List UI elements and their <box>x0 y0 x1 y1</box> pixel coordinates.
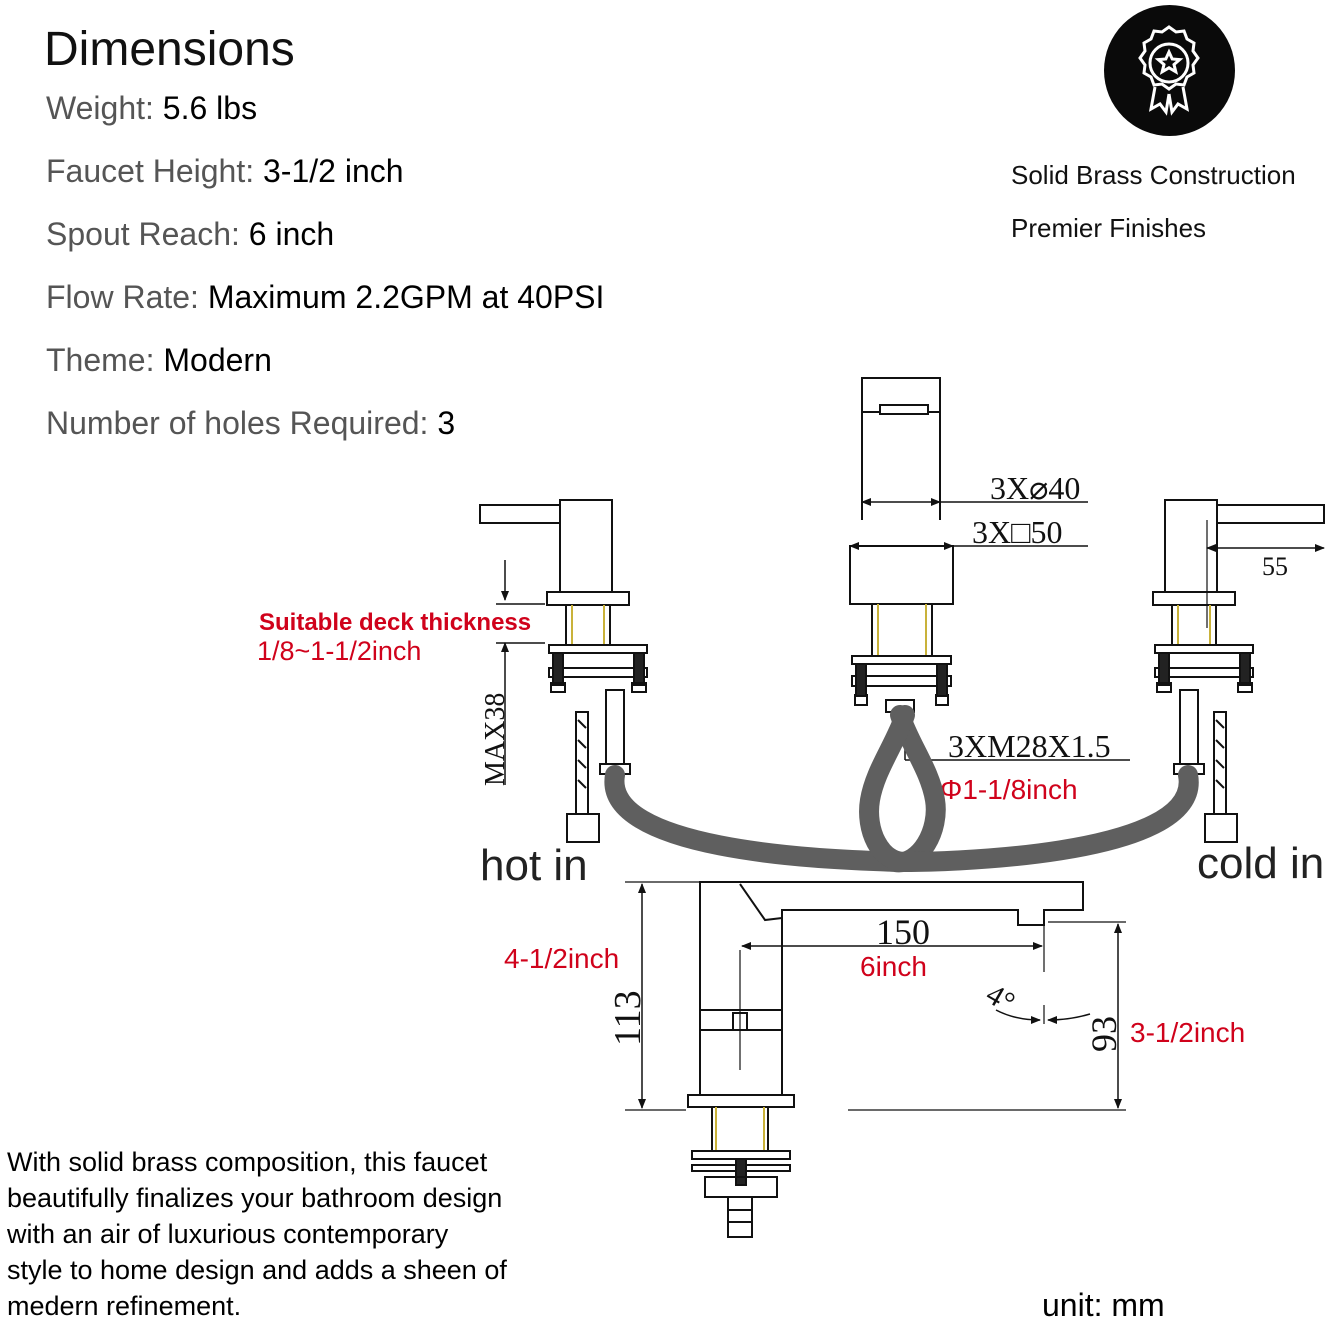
unit-note: unit: mm <box>1042 1287 1165 1323</box>
spec-key: Number of holes Required: <box>46 405 429 441</box>
hot-handle <box>479 499 648 843</box>
spec-key: Flow Rate: <box>46 279 199 315</box>
dim-spout-height-inch: 3-1/2inch <box>1130 1017 1245 1048</box>
dim-angle: 4° <box>981 977 1021 1019</box>
dim-reach-inch: 6inch <box>860 951 927 982</box>
spec-value: 6 inch <box>248 216 335 252</box>
dim-height-inch: 4-1/2inch <box>504 943 619 974</box>
dim-hole-diameter: 3X⌀40 <box>990 470 1080 506</box>
spec-faucet-height: Faucet Height: 3-1/2 inch <box>46 151 404 191</box>
page-title: Dimensions <box>44 23 295 76</box>
supply-hoses <box>604 705 1199 873</box>
spec-key: Faucet Height: <box>46 153 255 189</box>
dim-height-mm: 113 <box>607 990 649 1046</box>
spec-weight: Weight: 5.6 lbs <box>46 88 257 128</box>
thread-label: 3XM28X1.5 <box>948 728 1111 764</box>
spec-value: Maximum 2.2GPM at 40PSI <box>207 279 605 315</box>
product-description: With solid brass composition, this fauce… <box>7 1147 507 1321</box>
feature-brass: Solid Brass Construction <box>1011 160 1296 190</box>
spec-key: Weight: <box>46 90 154 126</box>
center-spout-top <box>849 377 954 713</box>
max-deck-label: MAX38 <box>480 693 511 786</box>
spec-key: Theme: <box>46 342 155 378</box>
spec-flow-rate: Flow Rate: Maximum 2.2GPM at 40PSI <box>46 277 604 317</box>
deck-thickness-value: 1/8~1-1/2inch <box>257 636 421 666</box>
deck-thickness-label: Suitable deck thickness <box>259 609 531 636</box>
spec-theme: Theme: Modern <box>46 340 272 380</box>
dim-reach-mm: 150 <box>876 912 930 952</box>
spec-key: Spout Reach: <box>46 216 240 252</box>
cold-in-label: cold in <box>1197 839 1324 888</box>
hot-in-label: hot in <box>480 841 588 890</box>
badge <box>1104 5 1235 136</box>
spec-holes: Number of holes Required: 3 <box>46 403 455 443</box>
spec-value: 5.6 lbs <box>162 90 258 126</box>
faucet-side-view <box>687 881 1084 1238</box>
spec-value: 3 <box>437 405 456 441</box>
spec-value: 3-1/2 inch <box>263 153 404 189</box>
dim-spout-height-mm: 93 <box>1084 1016 1124 1052</box>
thread-inch-label: Φ1-1/8inch <box>940 774 1078 805</box>
spec-value: Modern <box>163 342 272 378</box>
feature-finishes: Premier Finishes <box>1011 213 1207 243</box>
dim-handle-reach: 55 <box>1262 552 1288 581</box>
award-ribbon-icon <box>1138 25 1200 116</box>
dim-base-square: 3X□50 <box>972 514 1062 550</box>
spec-spout-reach: Spout Reach: 6 inch <box>46 214 334 254</box>
